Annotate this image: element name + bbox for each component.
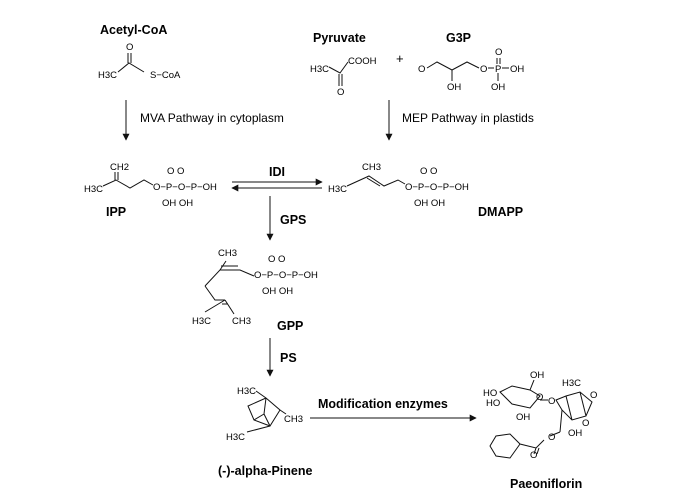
paeoniflorin-cage-oh-atom: OH <box>568 428 582 439</box>
gpp-terminal-bonds <box>204 299 235 315</box>
dmapp-h3c-atom: H3C <box>328 184 347 195</box>
pyruvate-h3c-atom: H3C <box>310 64 329 75</box>
ipp-structure: CH2 H3C O O O−P−O−P−OH OH OH IPP <box>84 162 217 219</box>
dmapp-double-bond <box>366 177 381 187</box>
paeoniflorin-ring-o-atom: O <box>536 392 543 403</box>
mep-pathway-label: MEP Pathway in plastids <box>402 111 534 125</box>
ps-label: PS <box>280 351 297 365</box>
pyruvate-carbonyl-bond <box>338 74 343 86</box>
g3p-p-atom: P <box>495 64 501 75</box>
g3p-label: G3P <box>446 31 471 45</box>
ipp-top-o-atoms: O O <box>167 166 184 177</box>
gpp-bottom-oh-atoms: OH OH <box>262 286 293 297</box>
pinene-ch3-atom: CH3 <box>284 414 303 425</box>
gpp-lower-chain <box>204 285 225 301</box>
acetyl-coa-scoa-atom: S−CoA <box>150 70 181 81</box>
g3p-ester-o-atom: O <box>480 64 487 75</box>
pyruvate-label: Pyruvate <box>313 31 366 45</box>
dmapp-structure: CH3 H3C O O O−P−O−P−OH OH OH DMAPP <box>328 162 523 219</box>
gpp-ch3-atom: CH3 <box>218 248 237 259</box>
dmapp-chain-bonds <box>346 175 406 187</box>
paeoniflorin-cage-o2-atom: O <box>582 418 589 429</box>
pinene-ring-bonds <box>246 390 287 433</box>
ipp-h3c-atom: H3C <box>84 184 103 195</box>
ipp-methylene-bond <box>114 172 119 180</box>
gpp-top-o-atoms: O O <box>268 254 285 265</box>
plus-sign: + <box>396 51 404 66</box>
alpha-pinene-structure: H3C CH3 H3C (-)-alpha-Pinene <box>218 386 312 478</box>
paeoniflorin-sugar-oh-atom: OH <box>516 412 530 423</box>
pyruvate-structure: Pyruvate H3C COOH O <box>310 31 377 98</box>
idi-label: IDI <box>269 165 285 179</box>
paeoniflorin-top-oh-atom: OH <box>530 370 544 381</box>
g3p-bottom-oh-atom: OH <box>491 82 505 93</box>
gpp-structure: CH3 H3C CH3 O O O−P−O−P−OH OH OH GPP <box>192 248 318 333</box>
g3p-top-o-atom: O <box>495 47 502 58</box>
dmapp-phosphate-chain: O−P−O−P−OH <box>405 182 469 193</box>
dmapp-bottom-oh-atoms: OH OH <box>414 198 445 209</box>
paeoniflorin-h3c-atom: H3C <box>562 378 581 389</box>
pyruvate-o-atom: O <box>337 87 344 98</box>
acetyl-coa-structure: Acetyl-CoA H3C S−CoA O <box>98 23 181 81</box>
g3p-chain-bonds <box>426 61 480 71</box>
paeoniflorin-structure: OH HO HO O OH O H3C O O OH O O Paeoniflo… <box>483 370 597 491</box>
paeoniflorin-ester-o-atom: O <box>548 432 555 443</box>
g3p-oh-atom: OH <box>447 82 461 93</box>
paeoniflorin-cage-bonds <box>555 391 593 433</box>
acetyl-coa-h3c-atom: H3C <box>98 70 117 81</box>
gpp-label: GPP <box>277 319 303 333</box>
paeoniflorin-sugar-substituents <box>529 379 548 401</box>
acetyl-coa-carbonyl-bond <box>127 53 132 63</box>
gpp-h3c-atom: H3C <box>192 316 211 327</box>
paeoniflorin-carbonyl-o-atom: O <box>530 450 537 461</box>
ipp-bottom-oh-atoms: OH OH <box>162 198 193 209</box>
paeoniflorin-benzoate-bonds <box>489 431 561 459</box>
paeoniflorin-sugar-ring <box>499 385 541 409</box>
paeoniflorin-cage-o1-atom: O <box>590 390 597 401</box>
mva-pathway-label: MVA Pathway in cytoplasm <box>140 111 284 125</box>
ipp-chain-bonds <box>102 179 154 189</box>
acetyl-coa-label: Acetyl-CoA <box>100 23 167 37</box>
ipp-label: IPP <box>106 205 126 219</box>
paeoniflorin-label: Paeoniflorin <box>510 477 582 491</box>
paeoniflorin-carbonyl-bond <box>533 447 540 455</box>
g3p-right-oh-atom: OH <box>510 64 524 75</box>
gps-label: GPS <box>280 213 306 227</box>
pyruvate-cooh-atom: COOH <box>348 56 377 67</box>
pinene-bottom-h3c-atom: H3C <box>226 432 245 443</box>
g3p-structure: G3P O OH O P O OH OH <box>418 31 524 93</box>
gpp-upper-bonds <box>204 260 255 287</box>
gpp-end-ch3-atom: CH3 <box>232 316 251 327</box>
gpp-phosphate-chain: O−P−O−P−OH <box>254 270 318 281</box>
pyruvate-bonds <box>328 61 349 74</box>
dmapp-label: DMAPP <box>478 205 523 219</box>
ipp-ch2-atom: CH2 <box>110 162 129 173</box>
ipp-phosphate-chain: O−P−O−P−OH <box>153 182 217 193</box>
pinene-top-h3c-atom: H3C <box>237 386 256 397</box>
dmapp-ch3-atom: CH3 <box>362 162 381 173</box>
paeoniflorin-ho-1-atom: HO <box>483 388 497 399</box>
paeoniflorin-link-o-atom: O <box>548 396 555 407</box>
g3p-phosphate-bonds <box>488 58 509 81</box>
alpha-pinene-label: (-)-alpha-Pinene <box>218 464 312 478</box>
modification-enzymes-label: Modification enzymes <box>318 397 448 411</box>
acetyl-coa-o-atom: O <box>126 42 133 53</box>
dmapp-top-o-atoms: O O <box>420 166 437 177</box>
paeoniflorin-ho-2-atom: HO <box>486 398 500 409</box>
acetyl-coa-bonds <box>117 62 145 73</box>
g3p-aldehyde-o-atom: O <box>418 64 425 75</box>
